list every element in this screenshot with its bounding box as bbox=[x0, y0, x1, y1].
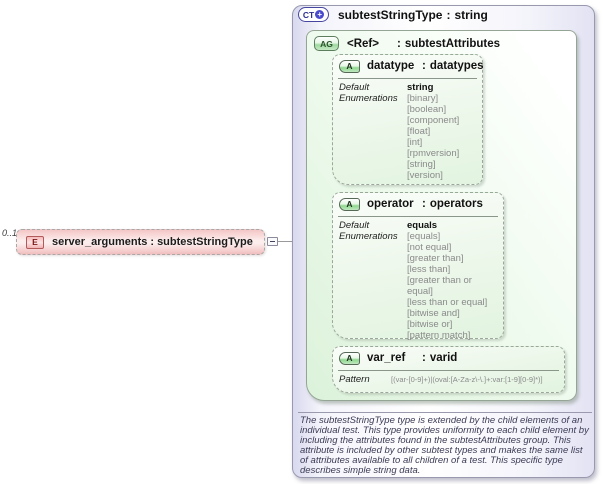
enumeration-list: [equals][not equal][greater than][less t… bbox=[407, 231, 497, 341]
attribute-group-title: <Ref>:subtestAttributes bbox=[347, 37, 501, 50]
attribute-icon: A bbox=[339, 59, 360, 73]
complex-type-icon[interactable]: CT+ bbox=[298, 7, 329, 22]
facet-table-varref: Pattern [(var-[0-9]+)|(oval:[A-Za-z\-\.]… bbox=[333, 371, 564, 385]
element-label: server_arguments:subtestStringType bbox=[52, 236, 253, 248]
attribute-datatype-title: A datatype:datatypes bbox=[333, 55, 484, 77]
pattern-label: Pattern bbox=[339, 374, 370, 385]
default-label: Default bbox=[339, 82, 370, 93]
enumeration-list: [binary][boolean][component][float][int]… bbox=[407, 93, 476, 181]
enum-value: [greater than or equal] bbox=[407, 275, 472, 297]
enum-value: [bitwise or] bbox=[407, 319, 453, 330]
attribute-group-icon: AG bbox=[314, 36, 339, 51]
enum-value: [component] bbox=[407, 115, 460, 126]
enum-value: [string] bbox=[407, 159, 436, 170]
enum-value: [greater than] bbox=[407, 253, 464, 264]
plus-icon: + bbox=[315, 10, 325, 19]
attribute-varref-box: A var_ref:varid Pattern [(var-[0-9]+)|(o… bbox=[332, 346, 565, 393]
attribute-group-header: AG <Ref>:subtestAttributes bbox=[314, 36, 500, 51]
attribute-icon: A bbox=[339, 351, 360, 365]
colon-separator: : bbox=[422, 198, 426, 210]
default-value: string bbox=[407, 82, 434, 93]
title-separator bbox=[338, 216, 498, 217]
facet-table-operator: Default equals Enumerations [equals][not… bbox=[333, 217, 503, 341]
attribute-operator-box: A operator:operators Default equals Enum… bbox=[332, 192, 504, 341]
title-separator bbox=[338, 78, 477, 79]
attribute-varref-title: A var_ref:varid bbox=[333, 347, 564, 369]
default-label: Default bbox=[339, 220, 370, 231]
element-icon: E bbox=[26, 235, 44, 249]
enum-value: [binary] bbox=[407, 93, 439, 104]
colon-separator: : bbox=[422, 352, 426, 364]
element-server-arguments[interactable]: E server_arguments:subtestStringType bbox=[16, 229, 265, 255]
enum-value: [less than or equal] bbox=[407, 297, 488, 308]
complex-type-title: subtestStringType:string bbox=[338, 7, 488, 22]
colon-separator: : bbox=[446, 7, 451, 22]
enum-value: [less than] bbox=[407, 264, 451, 275]
attribute-name-type: datatype:datatypes bbox=[367, 60, 484, 72]
complex-type-header: CT+ subtestStringType:string bbox=[298, 7, 488, 22]
facet-table-datatype: Default string Enumerations [binary][boo… bbox=[333, 79, 482, 181]
enum-value: [pattern match] bbox=[407, 330, 471, 341]
title-separator bbox=[338, 370, 559, 371]
enum-value: [float] bbox=[407, 126, 431, 137]
colon-separator: : bbox=[422, 60, 426, 72]
pattern-value: [(var-[0-9]+)|(oval:[A-Za-z\-\.]+:var:[1… bbox=[391, 375, 543, 384]
type-description: The subtestStringType type is extended b… bbox=[300, 415, 589, 476]
enumerations-label: Enumerations bbox=[339, 231, 398, 242]
attribute-name-type: operator:operators bbox=[367, 198, 483, 210]
enum-value: [rpmversion] bbox=[407, 148, 460, 159]
colon-separator: : bbox=[397, 37, 401, 50]
enumerations-label: Enumerations bbox=[339, 93, 398, 104]
enum-value: [equals] bbox=[407, 231, 441, 242]
collapse-toggle[interactable] bbox=[267, 237, 278, 246]
colon-separator: : bbox=[150, 236, 155, 248]
default-value: equals bbox=[407, 220, 438, 231]
attribute-operator-title: A operator:operators bbox=[333, 193, 503, 215]
enum-value: [int] bbox=[407, 137, 423, 148]
description-separator bbox=[298, 412, 592, 413]
enum-value: [not equal] bbox=[407, 242, 452, 253]
enum-value: [boolean] bbox=[407, 104, 447, 115]
enum-value: [bitwise and] bbox=[407, 308, 460, 319]
attribute-name-type: var_ref:varid bbox=[367, 352, 458, 364]
attribute-datatype-box: A datatype:datatypes Default string Enum… bbox=[332, 54, 484, 185]
attribute-icon: A bbox=[339, 197, 360, 211]
multiplicity-label: 0..1 bbox=[2, 228, 18, 238]
enum-value: [version] bbox=[407, 170, 443, 181]
